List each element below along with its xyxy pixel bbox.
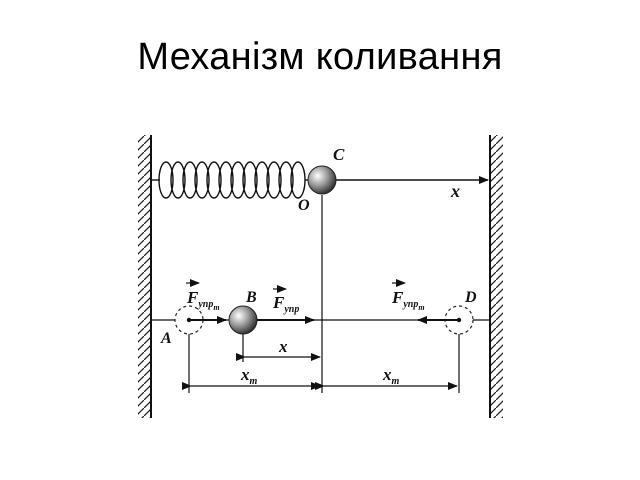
- label-point-c: C: [333, 145, 345, 164]
- left-wall: [138, 135, 152, 418]
- label-axis-x: x: [450, 181, 460, 201]
- slide-title: Механізм коливання: [137, 36, 503, 78]
- label-force-right: Fупрm: [391, 288, 425, 312]
- label-point-b: B: [245, 289, 257, 306]
- label-point-d: D: [464, 289, 477, 306]
- label-dim-xm-right: xm: [382, 365, 400, 387]
- right-wall: [489, 135, 503, 418]
- label-origin-o: O: [298, 197, 310, 214]
- spring: [151, 161, 308, 199]
- ball-b: [228, 305, 258, 335]
- label-point-a: A: [160, 330, 172, 347]
- label-force-mid: Fупр: [272, 293, 299, 315]
- diagram-canvas: C O x Fупрm Fупр Fупрm B A D x xm x: [138, 135, 503, 418]
- label-dim-x: x: [278, 337, 288, 356]
- label-force-left: Fупрm: [186, 288, 220, 312]
- ball-c: [307, 165, 337, 195]
- label-dim-xm-left: xm: [240, 365, 258, 387]
- oscillation-diagram: C O x Fупрm Fупр Fупрm B A D x xm x: [130, 120, 518, 443]
